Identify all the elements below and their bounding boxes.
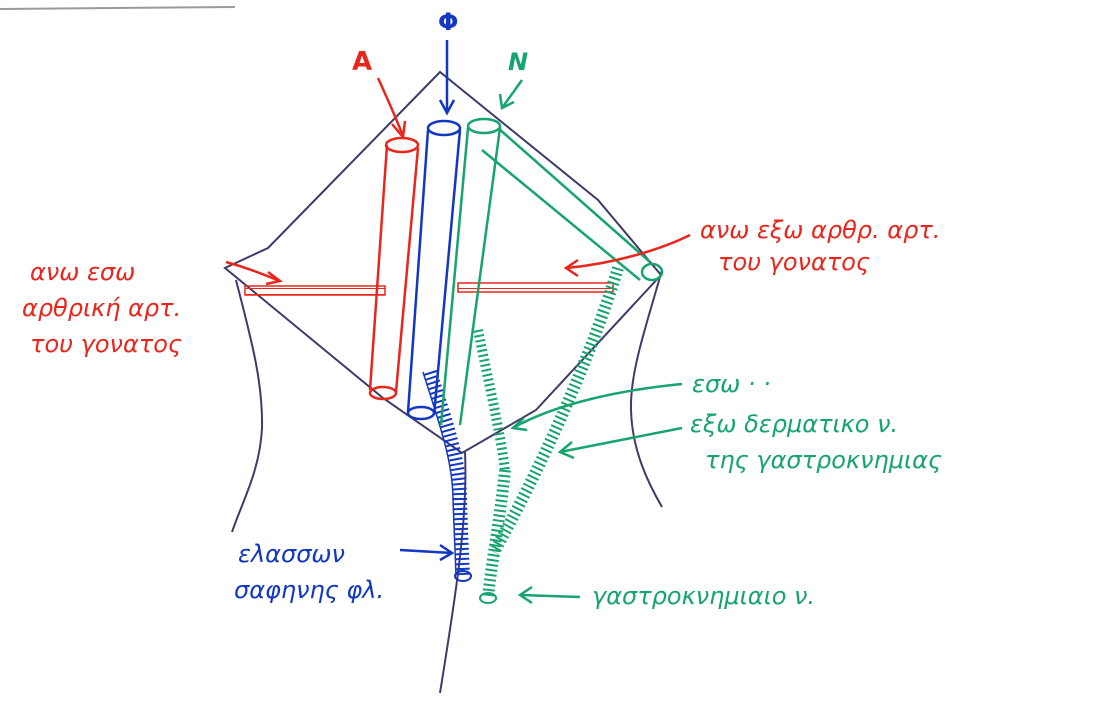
medial-cutaneous-nerve [473, 329, 510, 471]
small-saphenous-label-line1: ελασσων [238, 540, 345, 568]
tibial-nerve-tube [439, 117, 502, 426]
lateral-cutaneous-nerve [488, 266, 624, 555]
gastrocnemius-nerve-arrow [517, 585, 581, 605]
artery-letter-arrow [376, 77, 407, 140]
small-saphenous-vein-end [454, 570, 472, 582]
upper-medial-label-line2: αρθρική αρτ. [22, 294, 181, 322]
nerve-letter: Ν [508, 48, 528, 76]
medial-leg-contour [231, 279, 264, 533]
upper-medial-genicular-artery [244, 285, 386, 296]
small-saphenous-arrow [399, 543, 455, 562]
upper-lateral-genicular-artery [457, 282, 614, 293]
small-saphenous-vein-outline [422, 371, 457, 576]
upper-medial-label-line1: ανω εσω [30, 258, 135, 286]
upper-lateral-label-line2: του γονατος [718, 248, 870, 276]
artery-letter: Α [352, 47, 372, 77]
upper-medial-arrow [225, 260, 283, 286]
gastrocnemius-nerve-label: γαστροκνημιαιο ν. [592, 582, 815, 610]
upper-medial-label-line3: του γονατος [30, 330, 182, 358]
popliteal-vein-tube [406, 119, 462, 421]
lateral-cutaneous-label-line2: της γαστροκνημιας [705, 446, 942, 474]
small-saphenous-vein [423, 369, 470, 576]
upper-lateral-label-line1: ανω εξω αρθρ. αρτ. [700, 216, 940, 244]
gastrocnemius-nerve [482, 469, 511, 597]
fossa-outline [223, 70, 663, 455]
small-saphenous-label-line2: σαφηνης φλ. [234, 576, 384, 604]
gastrocnemius-nerve-end [479, 592, 497, 604]
vein-letter-arrow [438, 40, 456, 116]
lateral-cutaneous-label-line1: εξω δερματικο ν. [690, 410, 898, 438]
upper-lateral-arrow [563, 233, 691, 278]
scan-edge-line [0, 6, 236, 10]
lateral-leg-contour [629, 269, 663, 508]
medial-cutaneous-label: εσω · · [692, 370, 771, 398]
popliteal-artery-tube [368, 136, 420, 401]
nerve-letter-arrow [498, 79, 524, 110]
vein-letter: Φ [438, 8, 458, 36]
medial-cutaneous-arrow [510, 382, 683, 432]
lateral-cutaneous-arrow [557, 426, 683, 460]
common-peroneal-nerve-tube [481, 127, 664, 282]
